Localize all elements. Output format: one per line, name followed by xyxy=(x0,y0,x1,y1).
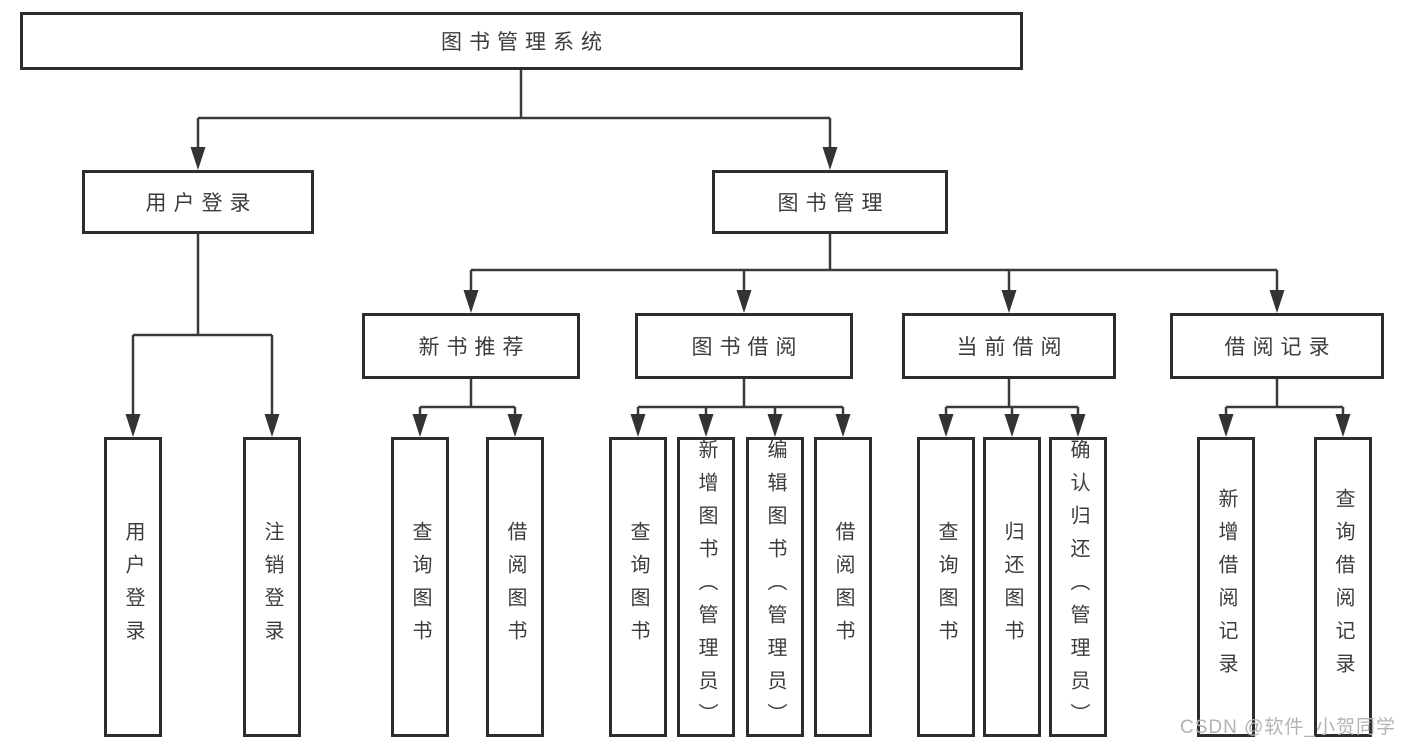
leaf-query-borrow-record: 查询借阅记录 xyxy=(1314,437,1372,737)
leaf-borrow-books-2: 借阅图书 xyxy=(814,437,872,737)
leaf-add-borrow-record-label: 新增借阅记录 xyxy=(1215,488,1237,686)
leaf-return-book: 归还图书 xyxy=(983,437,1041,737)
leaf-edit-book-admin: 编辑图书（管理员） xyxy=(746,437,804,737)
leaf-query-books-1-label: 查询图书 xyxy=(409,521,431,653)
leaf-borrow-books-2-label: 借阅图书 xyxy=(832,521,854,653)
leaf-add-book-admin-label: 新增图书（管理员） xyxy=(695,438,717,736)
leaf-query-books-2: 查询图书 xyxy=(609,437,667,737)
node-current-borrow-label: 当前借阅 xyxy=(956,336,1069,359)
leaf-query-books-1: 查询图书 xyxy=(391,437,449,737)
leaf-query-books-3-label: 查询图书 xyxy=(935,521,957,653)
node-user-login-branch-label: 用户登录 xyxy=(145,192,258,215)
node-book-borrow-label: 图书借阅 xyxy=(691,336,804,359)
leaf-edit-book-admin-label: 编辑图书（管理员） xyxy=(764,438,786,736)
leaf-borrow-books-1-label: 借阅图书 xyxy=(504,521,526,653)
node-borrow-records: 借阅记录 xyxy=(1170,313,1384,379)
leaf-user-login-label: 用户登录 xyxy=(122,521,144,653)
leaf-return-book-label: 归还图书 xyxy=(1001,521,1023,653)
node-new-book-recommend-label: 新书推荐 xyxy=(418,336,531,359)
leaf-confirm-return-admin-label: 确认归还（管理员） xyxy=(1067,438,1089,736)
node-library-system: 图书管理系统 xyxy=(20,12,1023,70)
leaf-query-books-2-label: 查询图书 xyxy=(627,521,649,653)
leaf-confirm-return-admin: 确认归还（管理员） xyxy=(1049,437,1107,737)
leaf-logout: 注销登录 xyxy=(243,437,301,737)
node-book-management: 图书管理 xyxy=(712,170,948,234)
leaf-logout-label: 注销登录 xyxy=(261,521,283,653)
node-borrow-records-label: 借阅记录 xyxy=(1224,336,1337,359)
node-current-borrow: 当前借阅 xyxy=(902,313,1116,379)
leaf-query-books-3: 查询图书 xyxy=(917,437,975,737)
node-user-login-branch: 用户登录 xyxy=(82,170,314,234)
leaf-borrow-books-1: 借阅图书 xyxy=(486,437,544,737)
leaf-user-login: 用户登录 xyxy=(104,437,162,737)
arrowheads xyxy=(125,147,1351,437)
watermark-text: CSDN @软件_小贺同学 xyxy=(1180,717,1396,738)
node-library-system-label: 图书管理系统 xyxy=(441,31,609,54)
node-new-book-recommend: 新书推荐 xyxy=(362,313,580,379)
node-book-management-label: 图书管理 xyxy=(777,192,890,215)
leaf-add-book-admin: 新增图书（管理员） xyxy=(677,437,735,737)
node-book-borrow: 图书借阅 xyxy=(635,313,853,379)
leaf-add-borrow-record: 新增借阅记录 xyxy=(1197,437,1255,737)
leaf-query-borrow-record-label: 查询借阅记录 xyxy=(1332,488,1354,686)
